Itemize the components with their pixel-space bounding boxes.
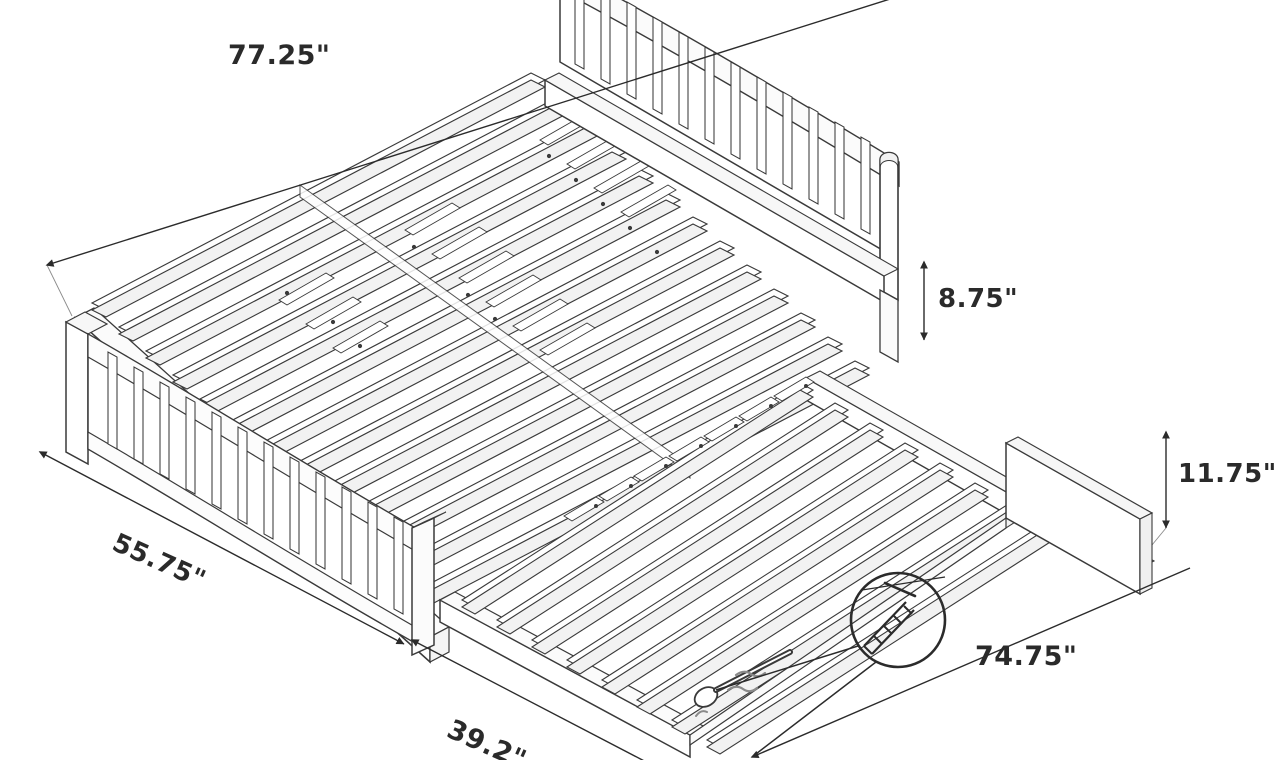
dimension-label-trundle-height: 11.75" — [1178, 459, 1277, 489]
trundle-assembly — [438, 370, 1156, 759]
trundle-fastener-dots — [594, 384, 808, 508]
dimline-trundle-width — [410, 639, 644, 760]
dimension-label-overall-length: 77.25" — [228, 40, 331, 71]
headboard-leg — [879, 288, 899, 364]
dimension-lines — [38, 0, 1191, 760]
trundle-slats — [460, 382, 1060, 755]
dimension-label-clearance: 8.75" — [938, 284, 1019, 314]
dimension-label-trundle-length: 74.75" — [975, 641, 1078, 672]
trundle-end-panel — [689, 436, 1154, 747]
caster — [693, 649, 793, 717]
footboard — [64, 311, 447, 657]
dimline-trundle-length — [750, 567, 1191, 759]
caster-detail-circle — [715, 571, 947, 758]
trundle-slat-cleats — [563, 376, 815, 522]
dimline-overall-length — [45, 0, 926, 267]
dimline-overall-width — [38, 451, 405, 645]
